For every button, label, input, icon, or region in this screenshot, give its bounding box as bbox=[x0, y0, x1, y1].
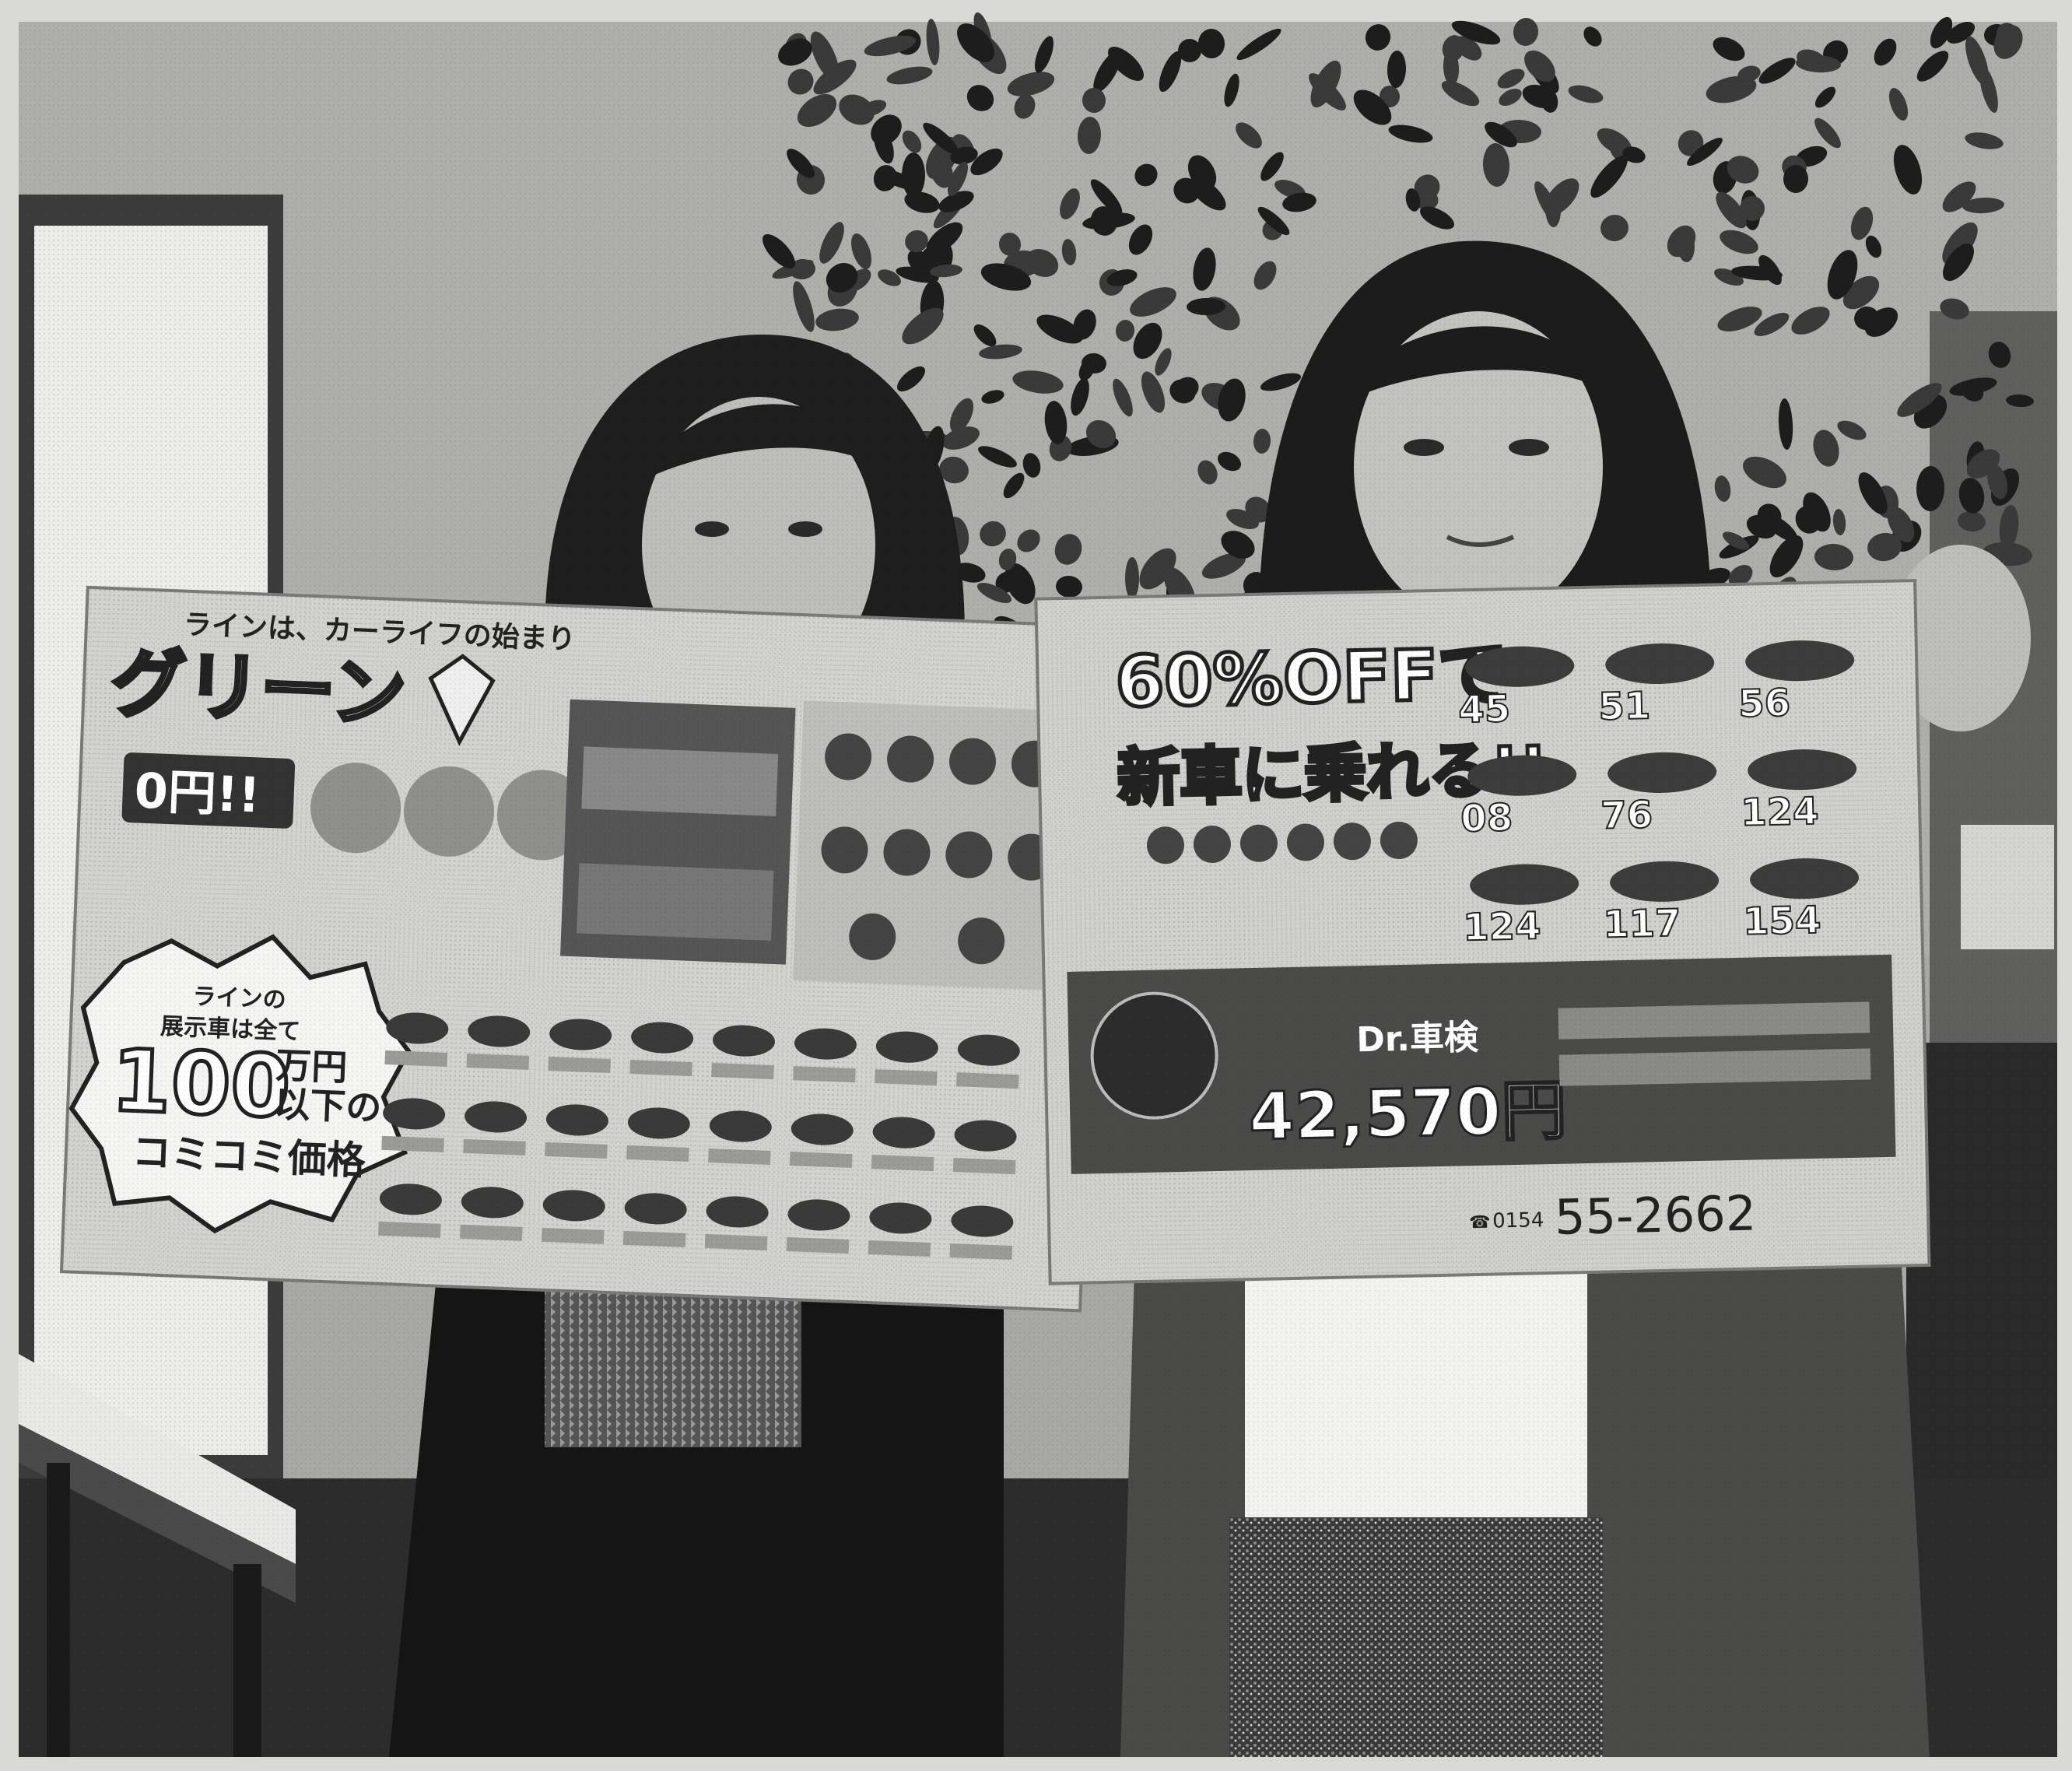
print-grain bbox=[19, 22, 2057, 1757]
